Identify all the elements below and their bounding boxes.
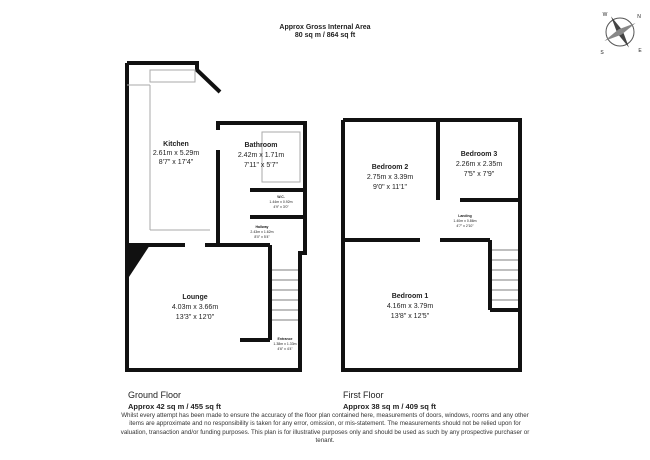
svg-text:4.03m x 3.66m: 4.03m x 3.66m <box>172 304 218 311</box>
svg-text:2.75m x 3.39m: 2.75m x 3.39m <box>367 174 413 181</box>
first-floor-label: First Floor <box>343 390 384 400</box>
room-landing: Landing 1.40m x 0.86m 4'7" x 2'10" <box>453 214 476 228</box>
room-bedroom-1: Bedroom 1 4.16m x 3.79m 13'8" x 12'5" <box>387 293 433 320</box>
svg-text:2.43m x 1.62m: 2.43m x 1.62m <box>250 230 273 234</box>
room-entrance: Entrance 1.38m x 1.33m 4'6" x 4'4" <box>273 337 296 351</box>
compass-west: W <box>603 12 608 18</box>
gross-area-value: 80 sq m / 864 sq ft <box>294 32 356 39</box>
svg-text:13'3" x 12'0": 13'3" x 12'0" <box>176 314 215 321</box>
svg-text:1.38m x 1.33m: 1.38m x 1.33m <box>273 342 296 346</box>
svg-text:4'6" x 4'4": 4'6" x 4'4" <box>277 347 293 351</box>
room-hallway: Hallway 2.43m x 1.62m 8'0" x 5'4" <box>250 225 273 239</box>
svg-text:9'0" x 11'1": 9'0" x 11'1" <box>373 184 407 191</box>
compass-north: N <box>637 14 641 20</box>
room-kitchen: Kitchen 2.61m x 5.29m 8'7" x 17'4" <box>153 141 199 166</box>
svg-text:7'5" x 7'9": 7'5" x 7'9" <box>464 171 495 178</box>
svg-text:Hallway: Hallway <box>255 225 268 229</box>
svg-text:Entrance: Entrance <box>278 337 293 341</box>
svg-text:Bedroom 3: Bedroom 3 <box>461 151 498 158</box>
room-lounge: Lounge 4.03m x 3.66m 13'3" x 12'0" <box>172 294 218 321</box>
svg-text:Bathroom: Bathroom <box>244 142 277 149</box>
svg-text:2.26m x 2.35m: 2.26m x 2.35m <box>456 161 502 168</box>
room-bathroom: Bathroom 2.42m x 1.71m 7'11" x 5'7" <box>238 142 284 169</box>
disclaimer-text: Whilst every attempt has been made to en… <box>120 412 530 445</box>
svg-text:Bedroom 1: Bedroom 1 <box>392 293 429 300</box>
ground-floor-label: Ground Floor <box>128 390 182 400</box>
svg-text:1.44m x 0.92m: 1.44m x 0.92m <box>269 200 292 204</box>
svg-text:Lounge: Lounge <box>182 294 207 301</box>
svg-text:2.61m x 5.29m: 2.61m x 5.29m <box>153 150 199 157</box>
svg-text:13'8" x 12'5": 13'8" x 12'5" <box>391 313 430 320</box>
compass-rose-icon: W N E S <box>600 12 642 56</box>
svg-text:2.42m x 1.71m: 2.42m x 1.71m <box>238 152 284 159</box>
first-floor-area: Approx 38 sq m / 409 sq ft <box>343 402 436 411</box>
ground-floor-area: Approx 42 sq m / 455 sq ft <box>128 402 221 411</box>
svg-text:1.40m x 0.86m: 1.40m x 0.86m <box>453 219 476 223</box>
svg-text:4'7" x 2'10": 4'7" x 2'10" <box>456 224 474 228</box>
svg-text:4.16m x 3.79m: 4.16m x 3.79m <box>387 303 433 310</box>
room-wc: W.C. 1.44m x 0.92m 4'9" x 3'0" <box>269 195 292 209</box>
compass-east: E <box>638 48 642 54</box>
svg-text:Landing: Landing <box>458 214 472 218</box>
svg-text:8'7" x 17'4": 8'7" x 17'4" <box>159 159 194 166</box>
svg-text:8'0" x 5'4": 8'0" x 5'4" <box>254 235 270 239</box>
svg-text:7'11" x 5'7": 7'11" x 5'7" <box>244 162 278 169</box>
svg-text:Kitchen: Kitchen <box>163 141 189 148</box>
svg-text:Bedroom 2: Bedroom 2 <box>372 164 409 171</box>
ground-floor-plan: Kitchen 2.61m x 5.29m 8'7" x 17'4" Bathr… <box>125 61 522 372</box>
room-bedroom-2: Bedroom 2 2.75m x 3.39m 9'0" x 11'1" <box>367 164 413 191</box>
svg-text:W.C.: W.C. <box>277 195 285 199</box>
compass-south: S <box>600 50 604 56</box>
svg-text:4'9" x 3'0": 4'9" x 3'0" <box>273 205 289 209</box>
first-floor-walls <box>341 118 522 372</box>
room-bedroom-3: Bedroom 3 2.26m x 2.35m 7'5" x 7'9" <box>456 151 502 178</box>
gross-area-title: Approx Gross Internal Area <box>279 24 371 31</box>
